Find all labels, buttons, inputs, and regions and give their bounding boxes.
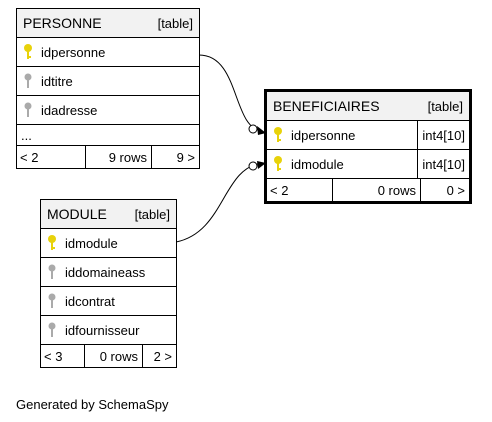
column-name: idfournisseur (65, 322, 140, 338)
table-tag: [table] (157, 15, 193, 31)
column-type: int4[10] (417, 150, 469, 178)
edge-personne-beneficiaires (198, 54, 263, 132)
table-name: BENEFICIAIRES (273, 98, 380, 114)
column-row[interactable]: idmodule int4[10] (267, 150, 469, 179)
parents-count[interactable]: < 2 (267, 179, 333, 201)
table-footer: < 3 0 rows 2 > (41, 345, 176, 367)
column-name: idmodule (65, 235, 118, 251)
children-count[interactable]: 0 > (446, 182, 465, 198)
children-count[interactable]: 2 > (153, 348, 172, 364)
table-tag: [table] (134, 206, 170, 222)
parents-count[interactable]: < 3 (41, 345, 85, 367)
column-row[interactable]: idfournisseur (41, 316, 176, 345)
foreign-key-icon (23, 72, 33, 90)
table-name: MODULE (47, 206, 107, 222)
column-row[interactable]: idcontrat (41, 287, 176, 316)
edge-module-beneficiaires (175, 162, 263, 243)
column-row[interactable]: idadresse (17, 96, 199, 125)
primary-key-icon (273, 155, 283, 173)
table-header[interactable]: PERSONNE [table] (17, 9, 199, 38)
primary-key-icon (273, 126, 283, 144)
column-row[interactable]: iddomaineass (41, 258, 176, 287)
foreign-key-icon (47, 321, 57, 339)
column-row[interactable]: idtitre (17, 67, 199, 96)
edge-optional-marker-1 (248, 124, 258, 134)
column-row[interactable]: idmodule (41, 229, 176, 258)
table-name: PERSONNE (23, 15, 102, 31)
table-personne[interactable]: PERSONNE [table] idpersonne idtitre idad… (16, 8, 200, 169)
table-footer: < 2 9 rows 9 > (17, 146, 199, 168)
foreign-key-icon (23, 101, 33, 119)
table-beneficiaires[interactable]: BENEFICIAIRES [table] idpersonne int4[10… (264, 89, 472, 204)
edge-optional-marker-2 (248, 161, 258, 171)
children-count[interactable]: 9 > (176, 149, 195, 165)
foreign-key-icon (47, 292, 57, 310)
column-name: idpersonne (41, 44, 106, 60)
foreign-key-icon (47, 263, 57, 281)
generated-by-text: Generated by SchemaSpy (16, 397, 169, 412)
row-count: 0 rows (85, 345, 143, 367)
parents-count[interactable]: < 2 (17, 146, 86, 168)
table-footer: < 2 0 rows 0 > (267, 179, 469, 201)
primary-key-icon (23, 43, 33, 61)
table-tag: [table] (427, 98, 463, 114)
column-name: idadresse (41, 102, 98, 118)
column-name: idcontrat (65, 293, 115, 309)
table-header[interactable]: MODULE [table] (41, 200, 176, 229)
table-module[interactable]: MODULE [table] idmodule iddomaineass idc… (40, 199, 177, 368)
column-name: idmodule (291, 156, 344, 172)
row-count: 0 rows (333, 179, 421, 201)
row-count: 9 rows (86, 146, 152, 168)
column-name: idtitre (41, 73, 73, 89)
column-name: iddomaineass (65, 264, 146, 280)
more-columns-ellipsis: ... (17, 125, 199, 146)
edge-arrow-1 (257, 126, 266, 135)
column-name: idpersonne (291, 127, 356, 143)
column-row[interactable]: idpersonne int4[10] (267, 121, 469, 150)
column-row[interactable]: idpersonne (17, 38, 199, 67)
table-header[interactable]: BENEFICIAIRES [table] (267, 92, 469, 121)
column-type: int4[10] (417, 121, 469, 149)
edge-arrow-2 (257, 161, 266, 169)
primary-key-icon (47, 234, 57, 252)
